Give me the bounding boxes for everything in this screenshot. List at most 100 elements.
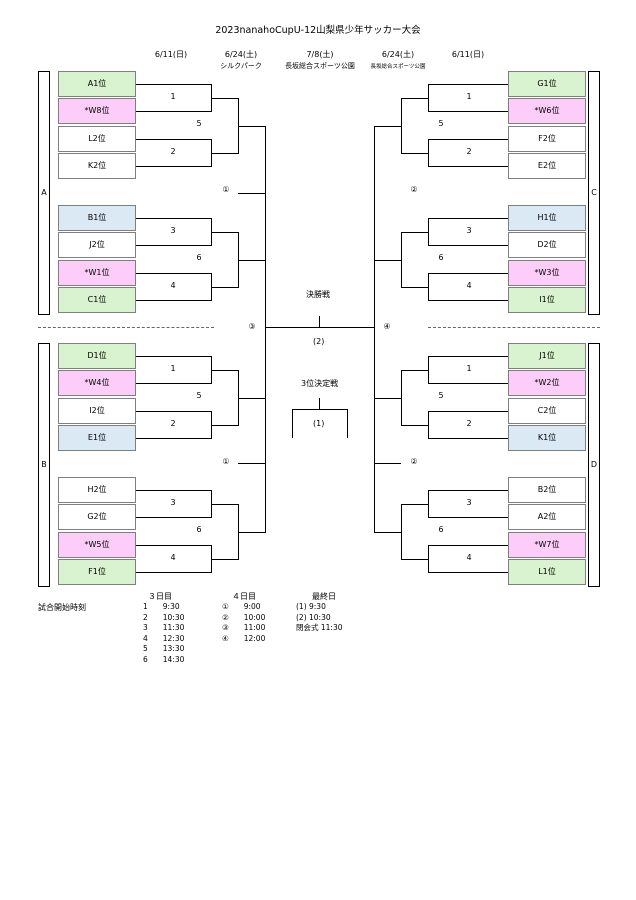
bracket-line: [211, 504, 238, 505]
team-slot-a-6: J2位: [58, 232, 136, 258]
match-number-c-qf: ②: [410, 185, 418, 194]
match-number-d-6: 6: [438, 525, 444, 534]
match-number-d-4: 4: [466, 553, 472, 562]
bracket-line: [136, 245, 211, 246]
bracket-line: [428, 545, 508, 546]
match-number-semi-right: ④: [383, 322, 391, 331]
team-slot-c-1: G1位: [508, 71, 586, 97]
schedule-day4-title: ４日目: [232, 592, 256, 601]
bracket-line: [136, 218, 211, 219]
bracket-line: [428, 245, 508, 246]
match-number-b-qf: ①: [222, 457, 230, 466]
match-number-c-6: 6: [438, 253, 444, 262]
match-number-b-6: 6: [196, 525, 202, 534]
third-place-line: [292, 409, 293, 438]
venue-3: 長坂総合スポーツ公園: [370, 64, 426, 70]
bracket-line: [374, 398, 375, 533]
schedule-row: 4 12:30: [143, 633, 185, 643]
match-number-a-6: 6: [196, 253, 202, 262]
bracket-line: [211, 370, 238, 371]
bracket-line: [136, 166, 211, 167]
divider-left: [38, 327, 214, 328]
team-slot-d-7: *W7位: [508, 532, 586, 558]
team-slot-a-4: K2位: [58, 153, 136, 179]
bracket-line: [136, 139, 211, 140]
schedule-row: (1) 9:30: [296, 602, 326, 611]
schedule-row: ③ 11:00: [222, 623, 266, 632]
bracket-line: [136, 111, 211, 112]
bracket-line: [428, 139, 429, 167]
final-number: (2): [313, 337, 325, 346]
bracket-line: [238, 398, 265, 399]
team-slot-a-1: A1位: [58, 71, 136, 97]
bracket-line: [428, 218, 508, 219]
bracket-line: [211, 287, 238, 288]
schedule-row: 5 13:30: [143, 644, 185, 653]
bracket-line: [428, 572, 508, 573]
group-label-c: C: [591, 188, 597, 197]
bracket-line: [428, 300, 508, 301]
schedule-row: 1 9:30: [143, 602, 180, 611]
schedule-row: ① 9:00: [222, 602, 261, 611]
schedule-row: 閉会式 11:30: [296, 623, 343, 632]
bracket-line: [428, 273, 429, 301]
third-place-number: (1): [313, 419, 325, 428]
match-number-d-5: 5: [438, 391, 444, 400]
date-col-3: 7/8(土): [306, 50, 334, 59]
bracket-line: [428, 356, 508, 357]
bracket-line: [211, 559, 238, 560]
team-slot-d-1: J1位: [508, 343, 586, 369]
match-number-c-3: 3: [466, 226, 472, 235]
bracket-line: [136, 572, 211, 573]
team-slot-b-5: H2位: [58, 477, 136, 503]
match-number-a-3: 3: [170, 226, 176, 235]
bracket-line: [428, 517, 508, 518]
bracket-line: [238, 532, 265, 533]
team-slot-a-2: *W8位: [58, 98, 136, 124]
final-label: 決勝戦: [306, 290, 330, 299]
bracket-line: [211, 232, 238, 233]
team-slot-d-6: A2位: [508, 504, 586, 530]
match-number-c-2: 2: [466, 147, 472, 156]
bracket-line: [428, 84, 429, 112]
bracket-line: [211, 153, 238, 154]
bracket-line: [136, 273, 211, 274]
bracket-line: [238, 260, 265, 261]
schedule-row: 3 11:30: [143, 623, 185, 632]
third-place-label: 3位決定戦: [301, 379, 339, 388]
match-number-b-4: 4: [170, 553, 176, 562]
group-frame-b: [38, 343, 50, 587]
bracket-line: [211, 425, 238, 426]
team-slot-d-2: *W2位: [508, 370, 586, 396]
third-place-line: [292, 409, 347, 410]
bracket-line: [428, 490, 429, 518]
team-slot-c-2: *W6位: [508, 98, 586, 124]
team-slot-d-8: L1位: [508, 559, 586, 585]
third-place-stem: [319, 398, 320, 409]
bracket-line: [238, 463, 265, 464]
match-number-c-4: 4: [466, 281, 472, 290]
bracket-line: [401, 232, 402, 288]
match-number-b-2: 2: [170, 419, 176, 428]
bracket-line: [238, 193, 265, 194]
match-number-b-3: 3: [170, 498, 176, 507]
team-slot-b-3: I2位: [58, 398, 136, 424]
match-number-a-4: 4: [170, 281, 176, 290]
team-slot-c-5: H1位: [508, 205, 586, 231]
third-place-line: [347, 409, 348, 438]
bracket-line: [401, 504, 428, 505]
bracket-line: [374, 398, 401, 399]
bracket-line: [401, 232, 428, 233]
match-number-a-1: 1: [170, 92, 176, 101]
team-slot-b-1: D1位: [58, 343, 136, 369]
bracket-line: [136, 383, 211, 384]
bracket-line: [428, 490, 508, 491]
venue-2: 長坂総合スポーツ公園: [285, 62, 355, 70]
bracket-line: [136, 84, 211, 85]
match-number-a-qf: ①: [222, 185, 230, 194]
bracket-line: [136, 517, 211, 518]
team-slot-c-7: *W3位: [508, 260, 586, 286]
match-number-semi-left: ③: [248, 322, 256, 331]
